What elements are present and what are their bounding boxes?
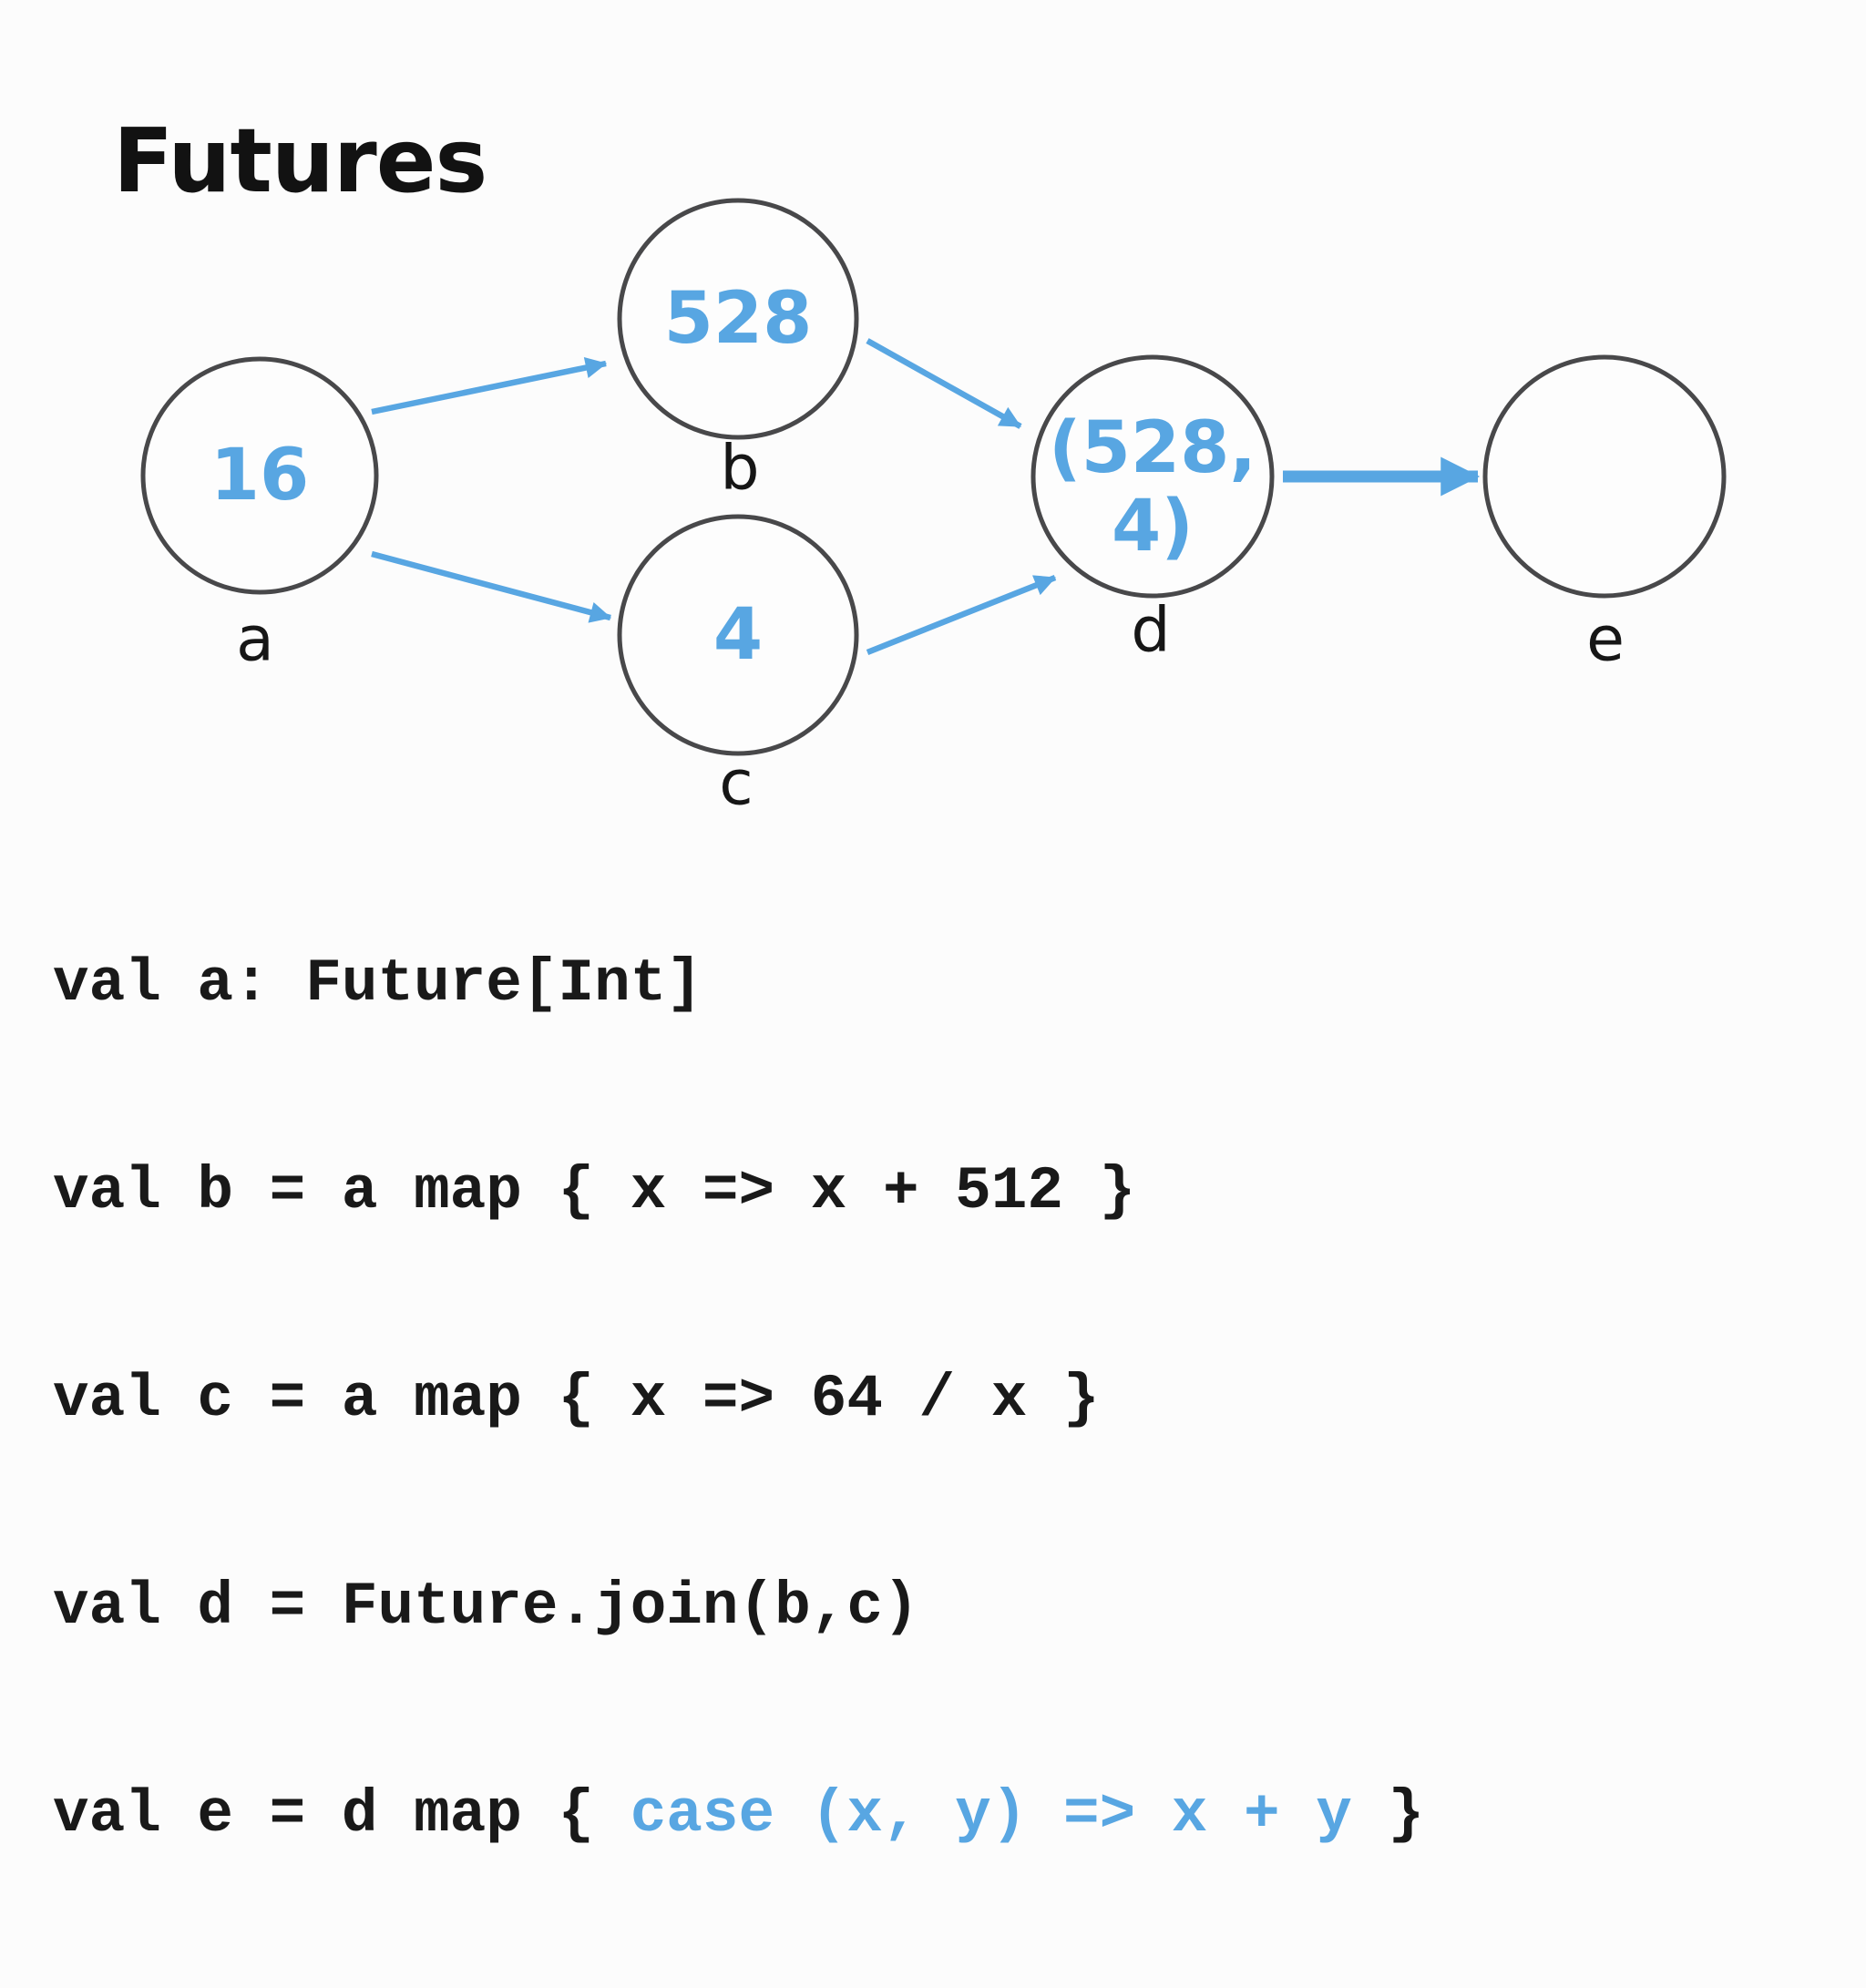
code-text-highlighted: case (x, y) => x + y bbox=[630, 1780, 1352, 1849]
node-c-value: 4 bbox=[713, 594, 763, 676]
code-line-4: val d = Future.join(b,c) bbox=[53, 1573, 1424, 1642]
node-e-circle bbox=[1482, 354, 1727, 599]
node-c-circle bbox=[617, 514, 859, 756]
code-line-1: val a: Future[Int] bbox=[53, 949, 1424, 1019]
node-b-label: b bbox=[720, 433, 759, 505]
code-text: val e = d map { bbox=[53, 1780, 631, 1849]
code-block: val a: Future[Int] val b = a map { x => … bbox=[53, 811, 1424, 1988]
code-line-5: val e = d map { case (x, y) => x + y } bbox=[53, 1780, 1424, 1850]
node-c-label: c bbox=[719, 748, 753, 820]
node-a-circle bbox=[140, 356, 379, 595]
page-title: Futures bbox=[113, 109, 487, 212]
code-text: val b = a map { x => x + 512 } bbox=[53, 1157, 1136, 1225]
node-a-label: a bbox=[236, 604, 274, 676]
code-text: val a: Future[Int] bbox=[53, 949, 702, 1018]
node-b-circle bbox=[617, 198, 859, 440]
code-text: val d = Future.join(b,c) bbox=[53, 1573, 919, 1641]
node-e-label: e bbox=[1586, 604, 1625, 676]
nodes: 16 a 528 b 4 c (528, 4) d e bbox=[140, 198, 1727, 820]
edge-c-to-d bbox=[866, 574, 1057, 656]
node-d-value-line1: (528, bbox=[1049, 407, 1256, 489]
futures-diagram: 16 a 528 b 4 c (528, 4) d e bbox=[140, 198, 1727, 820]
code-text: } bbox=[1351, 1780, 1425, 1849]
edge-a-to-b bbox=[371, 357, 608, 415]
slide: Futures 16 a 528 b 4 bbox=[53, 109, 1727, 1849]
node-d-label: d bbox=[1131, 595, 1170, 667]
code-line-2: val b = a map { x => x + 512 } bbox=[53, 1157, 1424, 1226]
node-d-value-line2: 4) bbox=[1112, 486, 1194, 568]
edges bbox=[371, 338, 1481, 656]
node-a-value: 16 bbox=[210, 435, 310, 517]
node-d-circle bbox=[1030, 354, 1275, 599]
edge-a-to-c bbox=[371, 550, 612, 623]
edge-b-to-d bbox=[866, 338, 1022, 429]
node-b-value: 528 bbox=[664, 278, 813, 360]
code-line-3: val c = a map { x => 64 / x } bbox=[53, 1365, 1424, 1434]
